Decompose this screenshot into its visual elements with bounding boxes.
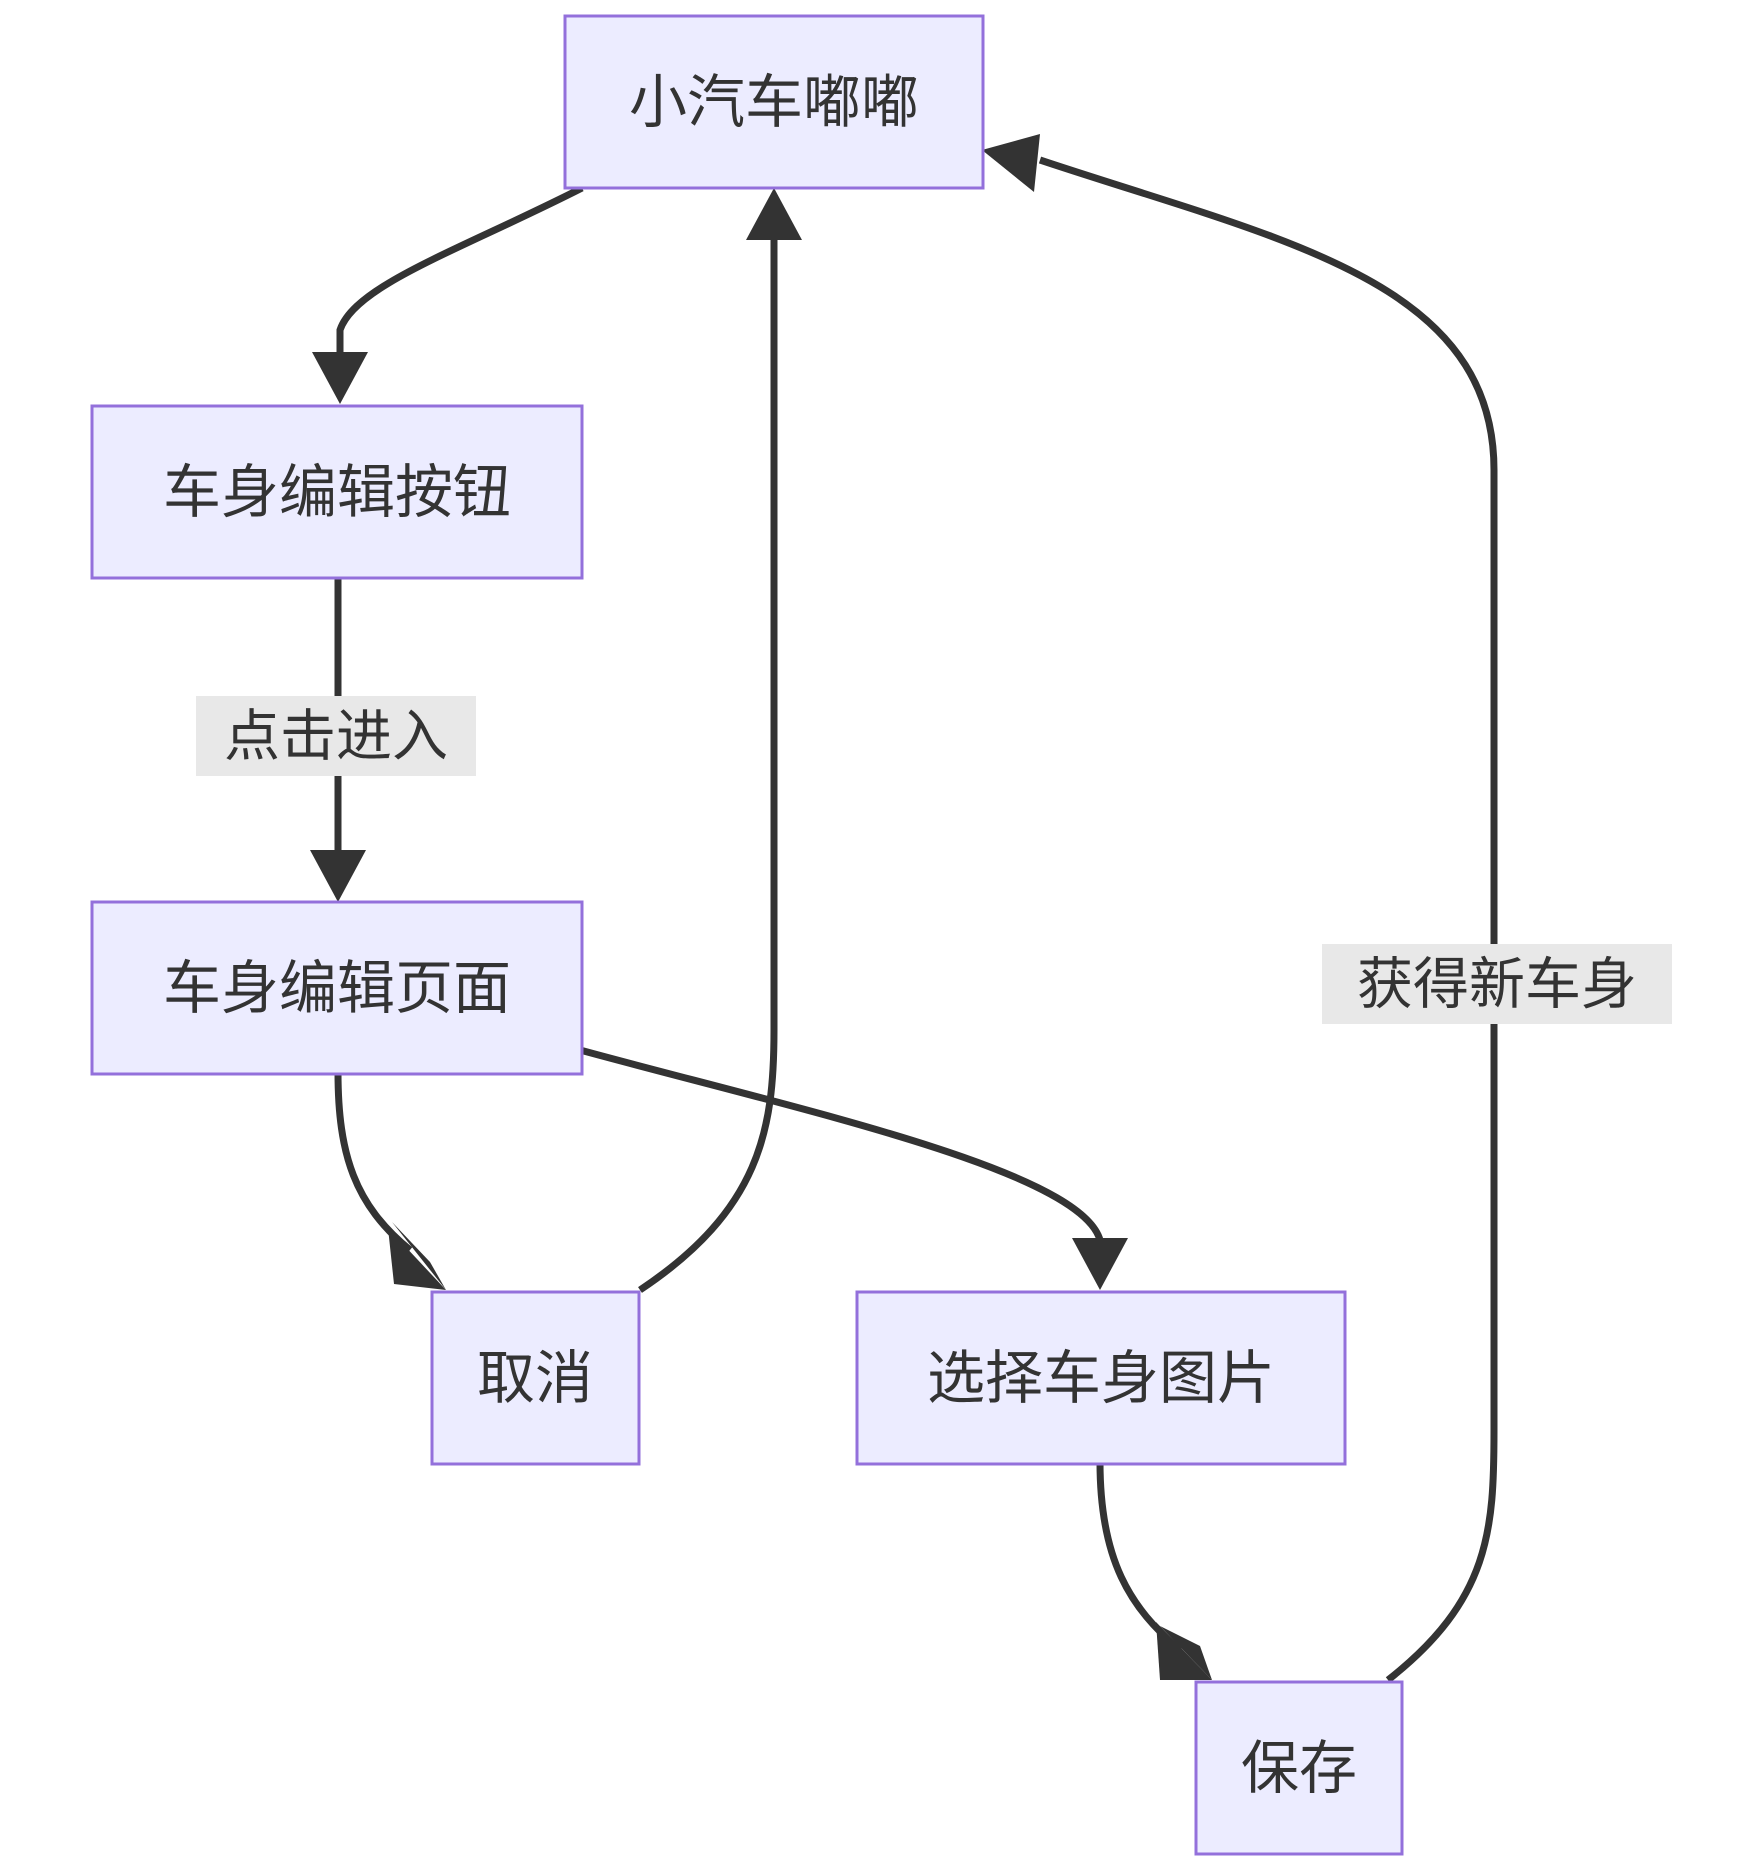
node-cancel-box [430,1290,641,1466]
node-cancel-label: 取消 [477,1344,593,1412]
arrowhead-car-from-cancel [746,188,802,240]
arrowhead-edit-page [310,850,366,902]
arrowhead-cancel [392,1222,446,1290]
node-select-image[interactable]: 选择车身图片 [855,1290,1347,1466]
node-edit-button[interactable]: 车身编辑按钮 [90,404,584,580]
edge-save-to-car [1038,156,1498,1683]
edge-edit-page-to-cancel [334,1071,413,1253]
node-save-box [1194,1680,1404,1856]
edge-edit-page-to-select-image [579,1046,1104,1242]
node-select-image-box [855,1290,1347,1466]
arrowhead-save-tip [1160,1626,1212,1680]
arrowhead-save [1156,1622,1212,1680]
node-edit-page-box [90,900,584,1076]
node-cancel[interactable]: 取消 [430,1290,641,1466]
edge-label-get-new-body-bg [1322,944,1672,1024]
node-car-box [563,14,985,190]
node-save-label: 保存 [1241,1734,1357,1802]
arrowhead-cancel-tip [388,1228,446,1290]
edge-select-image-to-save [1096,1461,1183,1653]
arrowhead-select-image [1072,1238,1128,1290]
arrowhead-car-from-save [982,134,1040,192]
node-car-label: 小汽车嘟嘟 [629,68,919,136]
node-edit-page-label: 车身编辑页面 [163,954,511,1022]
edge-cancel-to-car [638,238,778,1293]
edge-label-click-enter-text: 点击进入 [224,705,448,770]
node-edit-button-label: 车身编辑按钮 [163,458,511,526]
node-save[interactable]: 保存 [1194,1680,1404,1856]
node-edit-button-box [90,404,584,580]
edge-label-get-new-body: 获得新车身 [1322,944,1672,1024]
node-edit-page[interactable]: 车身编辑页面 [90,900,584,1076]
node-car[interactable]: 小汽车嘟嘟 [563,14,985,190]
node-select-image-label: 选择车身图片 [927,1344,1275,1412]
edge-label-click-enter-bg [196,696,476,776]
edges [310,134,1498,1683]
arrowhead-edit-button [312,352,368,404]
edge-label-get-new-body-text: 获得新车身 [1357,953,1637,1018]
edge-label-click-enter: 点击进入 [196,696,476,776]
edge-car-to-edit-button [336,184,584,352]
